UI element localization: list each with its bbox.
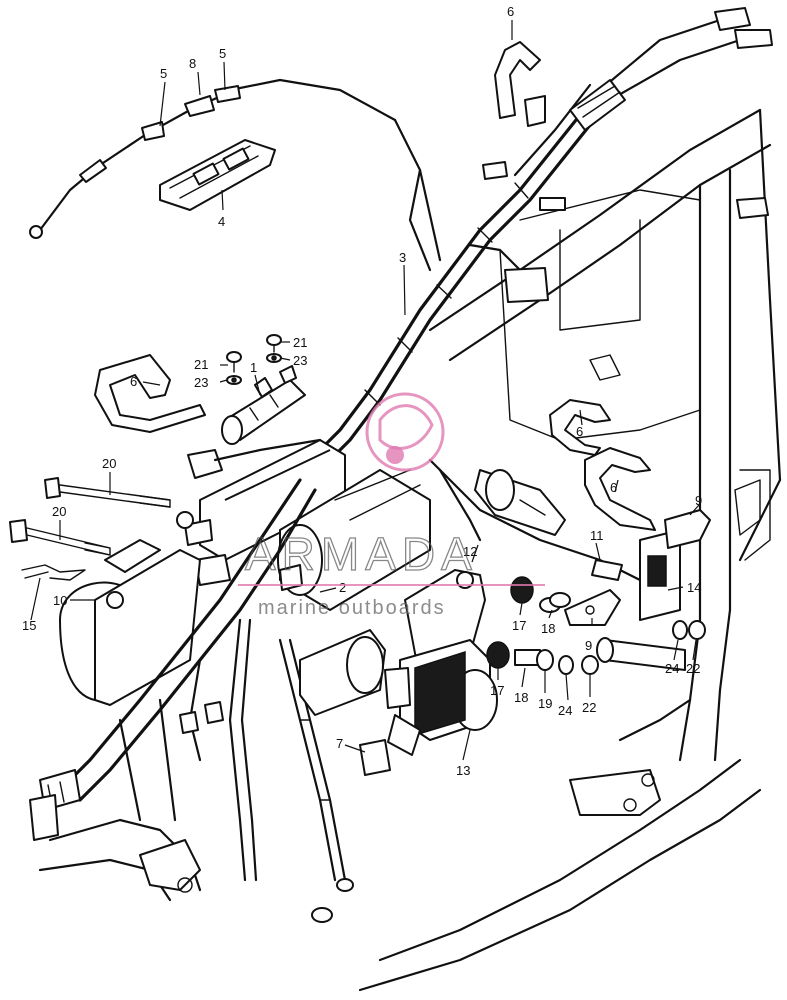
rectifier-part-15 bbox=[399, 569, 498, 741]
rubber-mount-part-17-upper bbox=[510, 576, 534, 604]
callout-17-upper: 17 bbox=[512, 618, 526, 633]
callout-13: 12 bbox=[463, 544, 477, 559]
callout-1: 1 bbox=[250, 360, 257, 375]
connector-part-13 bbox=[474, 469, 566, 536]
nut-part-22-upper bbox=[688, 620, 706, 640]
callout-5-left: 5 bbox=[160, 66, 167, 81]
bolt-part-20-lower bbox=[9, 519, 111, 556]
callout-20-upper: 20 bbox=[102, 456, 116, 471]
callout-6-right-a: 6 bbox=[576, 424, 583, 439]
clip-part-16 bbox=[21, 564, 86, 581]
motorcycle-frame bbox=[38, 108, 782, 992]
callout-15: 13 bbox=[456, 763, 470, 778]
callout-3: 3 bbox=[399, 250, 406, 265]
callout-21-right: 21 bbox=[293, 335, 307, 350]
callout-4: 4 bbox=[218, 214, 225, 229]
callout-7: 7 bbox=[336, 736, 343, 751]
horn-part-8 bbox=[59, 511, 201, 706]
callout-23-right: 23 bbox=[293, 353, 307, 368]
callout-18-upper: 18 bbox=[541, 621, 555, 636]
callout-17-lower: 17 bbox=[490, 683, 504, 698]
ignition-switch-part-7 bbox=[299, 629, 421, 776]
fuse-box-part-4 bbox=[159, 139, 276, 211]
callout-22-lower: 22 bbox=[582, 700, 596, 715]
main-wire-harness bbox=[228, 7, 773, 582]
callout-19: 19 bbox=[538, 696, 552, 711]
rubber-mount-part-17-lower bbox=[486, 641, 510, 669]
washer-part-24-lower bbox=[558, 655, 574, 675]
harness-band-part-6-top bbox=[494, 41, 546, 127]
callout-2: 2 bbox=[339, 580, 346, 595]
relay-part-1 bbox=[221, 365, 306, 445]
ignition-coil-part-2 bbox=[184, 438, 431, 611]
callout-21-left: 21 bbox=[194, 357, 208, 372]
harness-band-part-6-left bbox=[94, 354, 206, 433]
callout-6-right-b: 6 bbox=[610, 480, 617, 495]
regulator-part-9-14 bbox=[639, 509, 711, 621]
fuse-wire-parts-5-10 bbox=[29, 85, 241, 239]
callout-leaders bbox=[30, 20, 700, 761]
callout-12: 11 bbox=[590, 528, 604, 543]
callout-11: 9 bbox=[585, 638, 592, 653]
callout-18-lower: 18 bbox=[514, 690, 528, 705]
callout-6-left: 6 bbox=[130, 374, 137, 389]
callout-23-left: 23 bbox=[194, 375, 208, 390]
washer-part-24-upper bbox=[672, 620, 688, 640]
frame-bolt-top bbox=[482, 161, 508, 180]
nut-part-22-lower bbox=[581, 655, 599, 675]
callout-10: 8 bbox=[189, 56, 196, 71]
callout-5-right: 5 bbox=[219, 46, 226, 61]
part-callout-numbers: 6 5 8 5 4 3 21 23 21 23 1 6 6 6 9 11 12 … bbox=[22, 4, 702, 778]
callout-14: 14 bbox=[687, 580, 701, 595]
callout-6-top: 6 bbox=[507, 4, 514, 19]
watermark-brand: ARMADA bbox=[245, 528, 478, 580]
callout-16: 15 bbox=[22, 618, 36, 633]
washer-part-19 bbox=[536, 649, 554, 671]
watermark: ARMADA marine outboards bbox=[238, 392, 545, 619]
screw-washer-21-23-right bbox=[266, 334, 282, 363]
harness-band-part-6-right-a bbox=[549, 399, 611, 456]
screw-washer-21-23-left bbox=[226, 351, 242, 385]
callout-22-upper: 22 bbox=[686, 661, 700, 676]
lower-harness-bundle bbox=[29, 478, 354, 892]
watermark-tagline: marine outboards bbox=[258, 597, 446, 619]
callout-8: 10 bbox=[53, 593, 67, 608]
collar-part-18-upper bbox=[539, 592, 571, 613]
callout-20-lower: 20 bbox=[52, 504, 66, 519]
watermark-logo bbox=[365, 392, 445, 472]
bolt-part-20-upper bbox=[44, 477, 171, 508]
callout-24-lower: 24 bbox=[558, 703, 572, 718]
callout-24-upper: 24 bbox=[665, 661, 679, 676]
harness-band-part-6-right-b bbox=[584, 447, 656, 531]
bracket-part-11 bbox=[564, 589, 621, 626]
callout-9: 9 bbox=[695, 493, 702, 508]
